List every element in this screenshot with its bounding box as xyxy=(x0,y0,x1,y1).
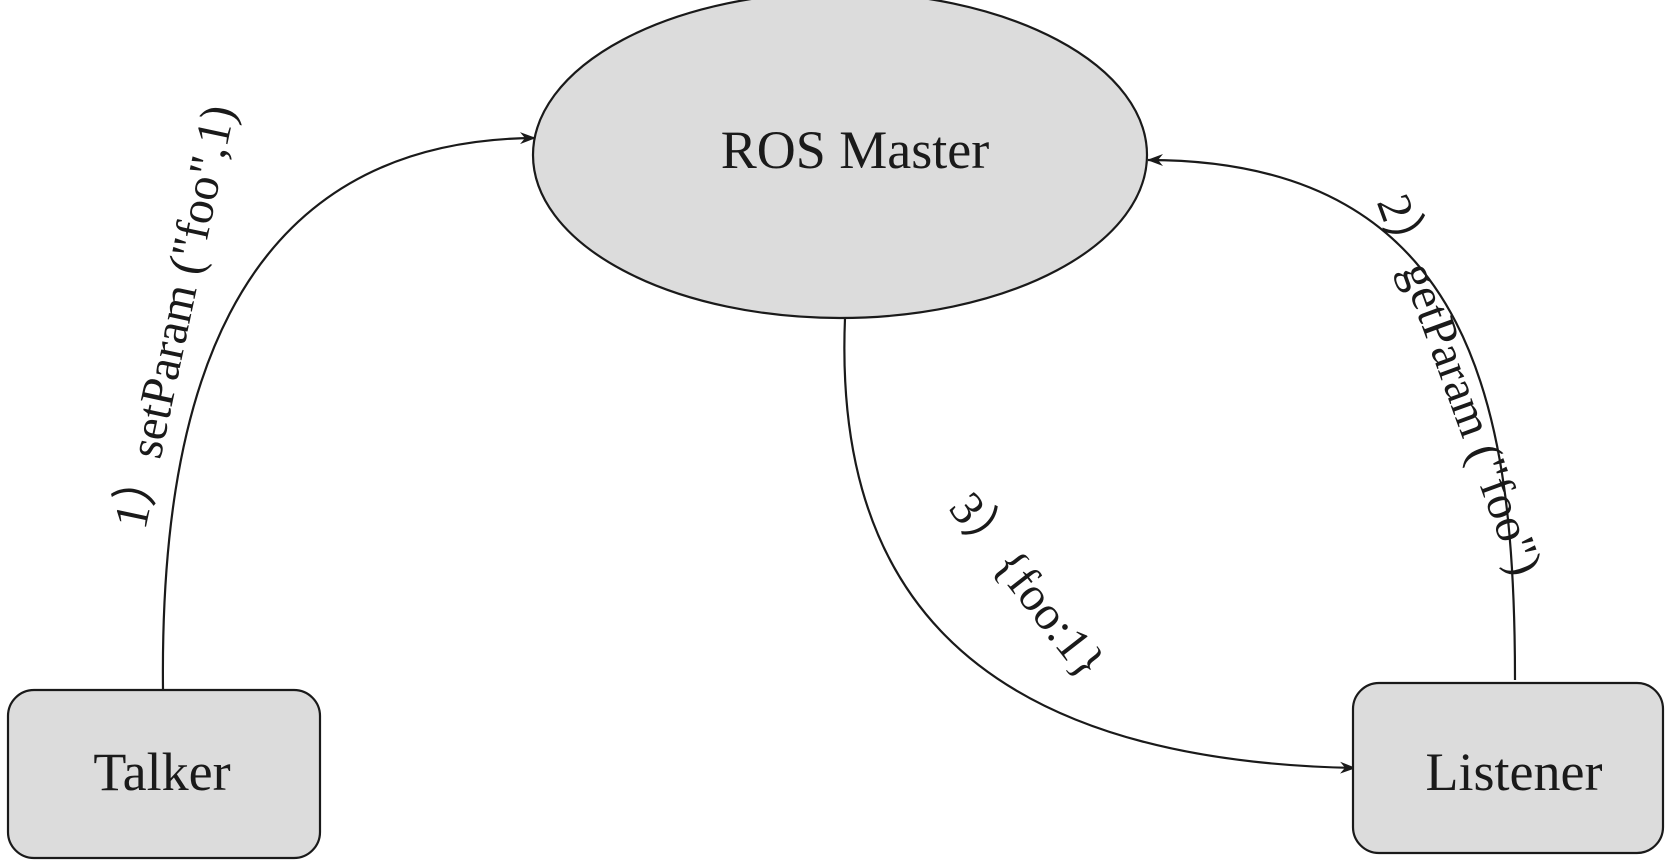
edge-return-value xyxy=(843,317,1356,774)
talker-label: Talker xyxy=(93,742,230,802)
listener-label: Listener xyxy=(1426,742,1603,802)
edge-get-param xyxy=(1147,154,1517,681)
set-param-label: 1）setParam ("foo",1) xyxy=(104,100,245,533)
ros-master-label: ROS Master xyxy=(721,120,990,180)
listener-node: Listener xyxy=(1351,681,1665,855)
return-value-label: 3）{foo:1} xyxy=(939,483,1116,689)
ros-master-node: ROS Master xyxy=(531,0,1149,320)
talker-node: Talker xyxy=(6,688,322,860)
edge-set-param xyxy=(161,132,536,691)
get-param-label: 2）getParam ("foo") xyxy=(1366,187,1553,581)
